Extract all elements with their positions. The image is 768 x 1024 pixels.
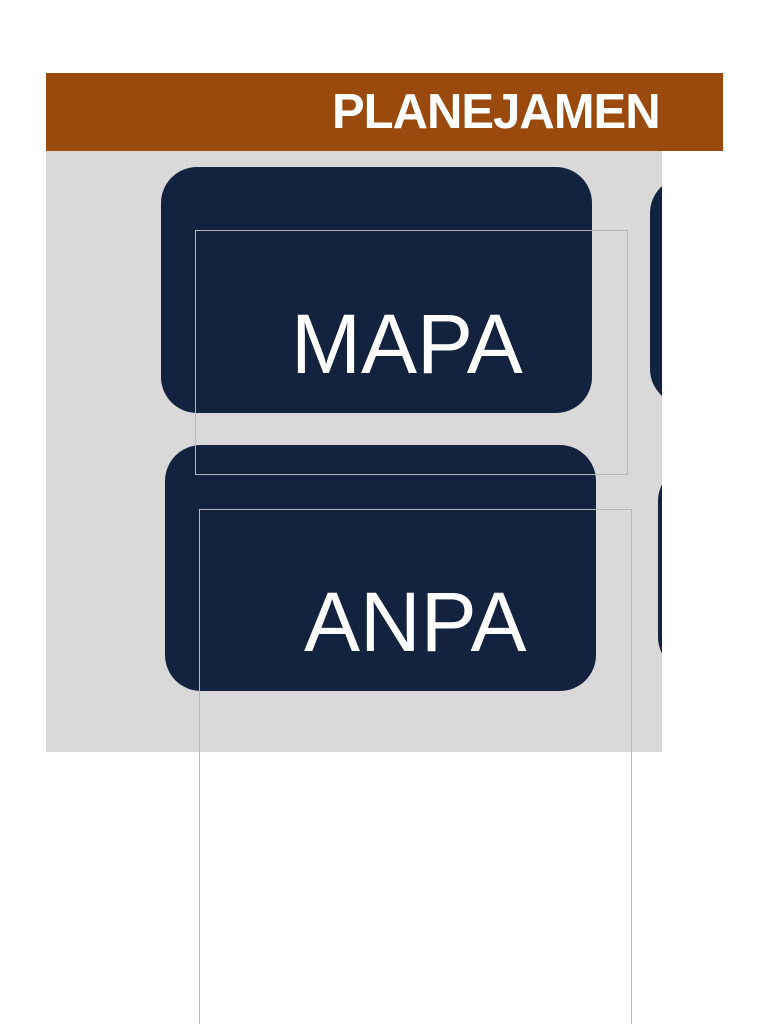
- anpa-tile-button[interactable]: ANPA: [165, 445, 596, 691]
- anpa-tile-label: ANPA: [304, 575, 527, 669]
- partial-tile-top-right[interactable]: [650, 177, 662, 405]
- header-title: PLANEJAMEN: [332, 85, 661, 139]
- header-band: [46, 73, 723, 151]
- slide-canvas: MAPA ANPA: [46, 151, 662, 752]
- mapa-tile-button[interactable]: MAPA: [161, 167, 592, 413]
- partial-tile-bottom-right[interactable]: [658, 465, 662, 673]
- mapa-tile-label: MAPA: [291, 297, 523, 391]
